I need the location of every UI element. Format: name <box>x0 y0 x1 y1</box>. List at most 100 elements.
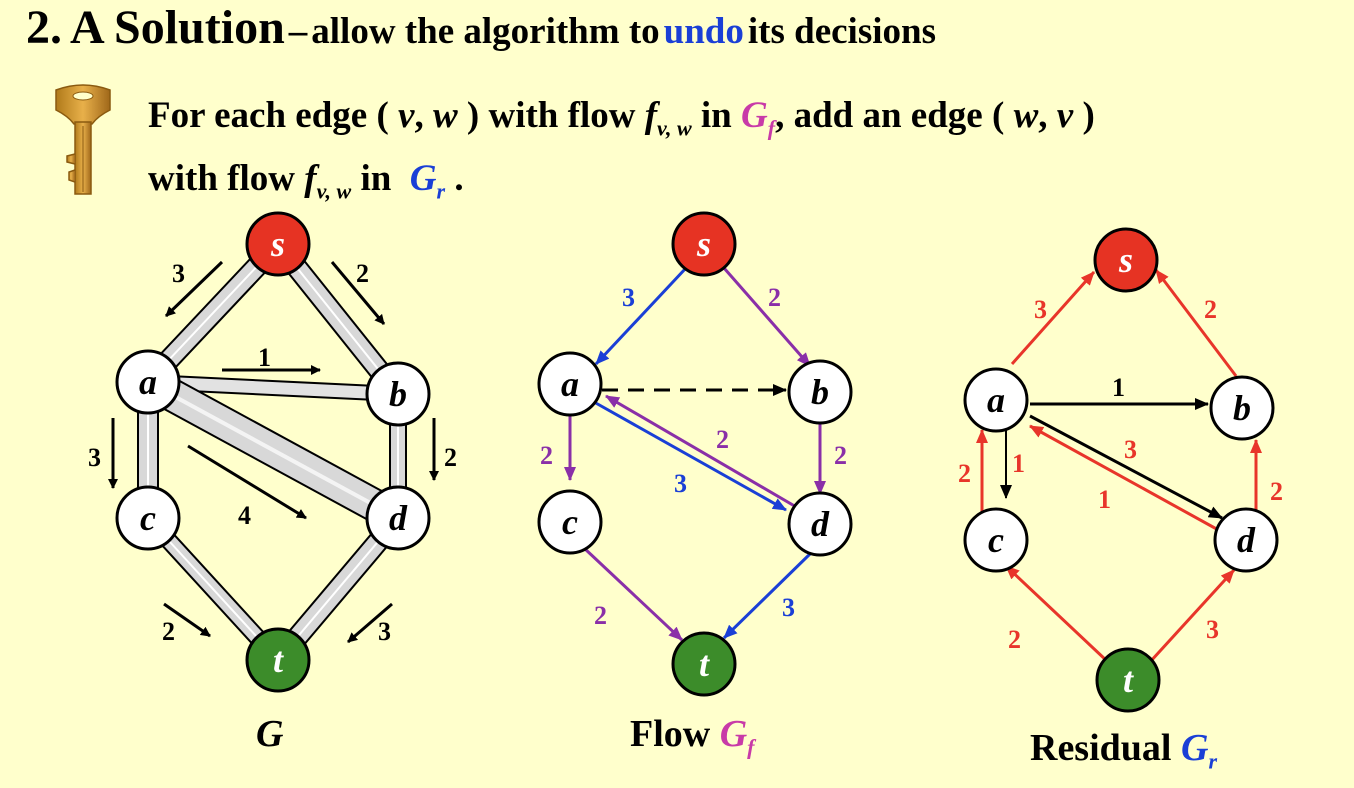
cap-arrow-sb <box>330 261 386 325</box>
node-a <box>115 349 181 415</box>
node-c <box>963 507 1029 573</box>
edge-label: 2 <box>1008 625 1021 654</box>
caption-residual-sub: r <box>1208 748 1217 774</box>
rule-text: . <box>454 158 464 199</box>
caption-flow-g: G <box>719 713 748 755</box>
node-label: c <box>140 498 156 538</box>
node-label: b <box>389 374 407 414</box>
pipe-a-d <box>139 367 407 533</box>
node-label: c <box>562 502 578 542</box>
edge-label: 2 <box>716 425 729 454</box>
rule-text: ) with flow <box>466 95 636 136</box>
flow-f-sub: v, w <box>657 115 692 141</box>
edge-label: 3 <box>622 283 635 312</box>
title-highlight: undo <box>663 11 744 52</box>
graph-gf-sub: f <box>767 115 776 141</box>
edge-label: 2 <box>1204 295 1217 324</box>
node-a <box>963 367 1029 433</box>
rule-text: with flow <box>148 158 295 199</box>
pipe-a-b <box>147 374 399 402</box>
node-label: s <box>696 224 711 264</box>
slide-title: 2. A Solution – allow the algorithm to u… <box>26 0 936 55</box>
edge-label: 3 <box>782 593 795 622</box>
node-label: s <box>1118 240 1133 280</box>
node-d <box>1213 507 1279 573</box>
node-c <box>537 489 603 555</box>
cap-arrow-ad <box>187 444 307 520</box>
node-label: d <box>1237 520 1256 560</box>
edge-b-s <box>1154 269 1238 377</box>
edge-a-d <box>593 400 787 512</box>
key-icon <box>55 84 111 195</box>
node-s <box>671 211 737 277</box>
caption-flow-text: Flow <box>630 713 711 755</box>
graph-gr-sub: r <box>436 178 446 204</box>
node-label: b <box>1233 388 1251 428</box>
graph-residual: 3 2 1 2 1 3 1 2 2 3 s a b c d t <box>958 227 1283 713</box>
title-sub-after: its decisions <box>747 11 936 52</box>
caption-g-text: G <box>256 713 284 755</box>
node-b <box>787 359 853 425</box>
node-label: t <box>1123 660 1134 700</box>
edge-label: 2 <box>444 443 457 472</box>
edge-label: 1 <box>1012 449 1025 478</box>
flow-f: f <box>644 95 658 136</box>
edge-label: 3 <box>88 443 101 472</box>
edge-label: 2 <box>594 601 607 630</box>
var-v: v <box>1056 95 1074 136</box>
cap-arrow-ct <box>163 602 211 638</box>
edge-label: 2 <box>162 617 175 646</box>
caption-residual-g: G <box>1180 727 1209 769</box>
node-b <box>1209 375 1275 441</box>
caption-g: G <box>256 712 283 756</box>
rule-in: in <box>700 95 732 136</box>
node-label: s <box>270 224 285 264</box>
node-label: a <box>987 380 1005 420</box>
edge-label: 3 <box>1034 295 1047 324</box>
cap-arrow-sa <box>164 260 224 318</box>
node-d <box>787 491 853 557</box>
edge-label: 2 <box>356 259 369 288</box>
graph-g: 3 2 1 3 2 4 2 3 s a b c d t <box>88 211 457 693</box>
node-label: d <box>811 504 830 544</box>
rule-text: , add an edge ( <box>775 95 1005 136</box>
flow-f-sub: v, w <box>316 178 352 204</box>
edge-c-t <box>582 546 684 642</box>
edge-label: 2 <box>834 441 847 470</box>
edge-label: 3 <box>378 617 391 646</box>
edge-label: 2 <box>958 459 971 488</box>
node-d <box>365 485 431 551</box>
rule-in: in <box>360 158 392 199</box>
node-label: b <box>811 372 829 412</box>
edge-a-s <box>1010 271 1096 365</box>
pipe-edges <box>137 236 407 668</box>
node-label: t <box>699 644 710 684</box>
edge-d-t <box>722 550 814 640</box>
edge-label: 3 <box>172 259 185 288</box>
node-s <box>245 211 311 277</box>
comma: , <box>414 95 424 136</box>
caption-flow-sub: f <box>747 734 755 760</box>
node-b <box>365 361 431 427</box>
graph-gr: G <box>409 158 437 199</box>
edge-label: 3 <box>674 469 687 498</box>
edge-t-c <box>1004 564 1110 664</box>
edge-label: 2 <box>540 441 553 470</box>
edge-t-d <box>1148 568 1236 664</box>
title-number: 2. <box>26 1 62 54</box>
rule-text: For each edge ( <box>148 95 389 136</box>
rule-line-2: with flow fv, w in Gr . <box>148 157 464 204</box>
rule-text: ) <box>1082 95 1095 136</box>
node-t <box>245 627 311 693</box>
edge-label: 4 <box>238 501 251 530</box>
edge-label: 3 <box>1124 435 1137 464</box>
edge-label: 2 <box>768 283 781 312</box>
cap-arrow-dt <box>347 602 393 644</box>
edge-s-b <box>722 267 812 367</box>
rule-line-1: For each edge ( v, w ) with flow fv, w i… <box>148 94 1095 141</box>
edge-d-a <box>605 394 799 510</box>
var-w: w <box>1013 95 1039 136</box>
var-w: w <box>432 95 458 136</box>
edge-s-a <box>594 266 688 366</box>
